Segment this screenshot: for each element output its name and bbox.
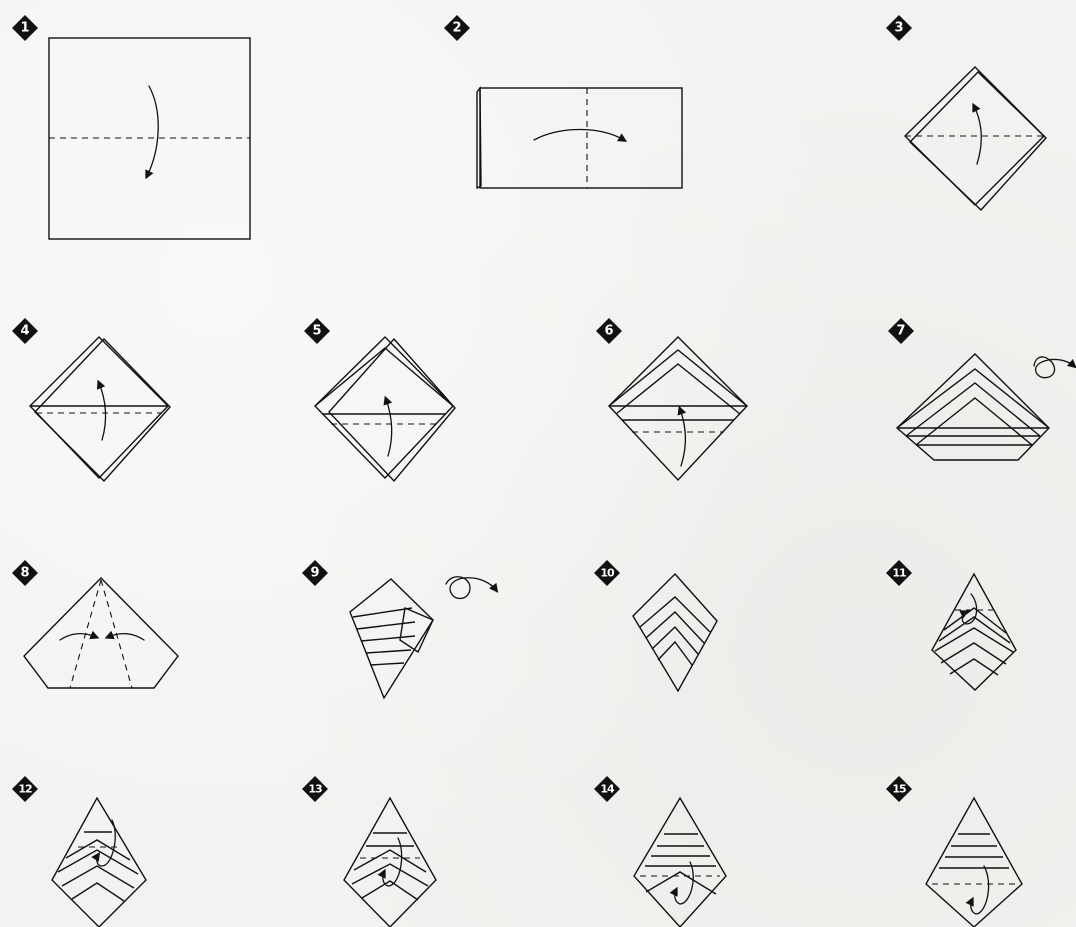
step-badge-11: 11 [886,560,912,586]
back-layer [35,339,170,481]
paper-diamond [315,337,453,478]
paper-rectangle [480,88,682,188]
step-10-figure [633,574,717,691]
step-badge-9: 9 [302,560,328,586]
chevron-3 [362,881,418,900]
layer-line-3 [361,636,415,641]
step-number-4: 4 [20,324,29,339]
back-layer [329,339,455,481]
fold-up-arrow-icon [675,862,693,904]
step-badge-7: 7 [888,318,914,344]
fold-left-arrow-icon [108,634,144,640]
step-badge-3: 3 [886,15,912,41]
step-badge-1: 1 [12,15,38,41]
step-badge-10: 10 [594,560,620,586]
layer-line-4 [366,650,411,653]
turn-over-arrow-icon [446,577,496,599]
paper-kite [926,798,1022,927]
step-2-figure [477,88,682,188]
step-15-figure [926,798,1022,927]
step-3-figure [905,67,1046,210]
step-number-11: 11 [892,567,906,580]
chevron-1 [646,872,716,894]
chevron-3 [652,627,698,654]
step-number-6: 6 [604,324,613,339]
chevron-4 [658,642,692,665]
step-7-figure [897,354,1074,460]
inner-layer-1 [609,350,747,406]
chevron-3 [935,628,1013,652]
step-9-figure [350,577,496,698]
step-5-figure [315,337,455,481]
paper-kite [344,798,436,927]
turn-over-arrow-icon [1034,357,1074,378]
step-number-5: 5 [312,324,321,339]
step-badge-15: 15 [886,776,912,802]
paper-pentagon [24,578,178,688]
step-badge-8: 8 [12,560,38,586]
step-4-figure [30,337,170,481]
step-1-figure [49,38,250,239]
step-badge-6: 6 [596,318,622,344]
step-number-15: 15 [892,783,906,796]
fold-right-arrow-icon [60,634,96,640]
chevron-2 [58,850,138,874]
fold-up-arrow-icon [971,866,989,914]
step-number-3: 3 [894,21,903,36]
layer-1 [897,369,1049,428]
fold-up-arrow-icon [386,399,392,456]
step-badge-14: 14 [594,776,620,802]
layer-line-2 [357,622,415,629]
step-12-figure [52,798,146,927]
step-13-figure [344,798,436,927]
paper-kite [634,798,726,927]
paper-kite [52,798,146,927]
chevron-4 [72,883,124,901]
step-number-9: 9 [310,566,319,581]
step-number-1: 1 [20,21,29,36]
inner-layer [315,348,453,406]
paper-diamond [609,337,747,480]
step-number-13: 13 [308,783,322,796]
step-6-figure [609,337,747,480]
step-number-10: 10 [600,567,615,580]
step-number-12: 12 [18,783,32,796]
fold-up-arrow-icon [99,383,106,440]
paper-diamond [30,337,168,478]
step-badge-4: 4 [12,318,38,344]
layer-line-5 [370,663,404,665]
chevron-3 [62,866,134,888]
step-14-figure [634,798,726,927]
paper-kite [932,574,1016,690]
fold-up-arrow-icon [974,106,981,164]
chevron-4 [941,643,1006,664]
step-number-7: 7 [896,324,905,339]
step-badge-12: 12 [12,776,38,802]
step-number-2: 2 [452,21,461,36]
step-badge-2: 2 [444,15,470,41]
step-badge-13: 13 [302,776,328,802]
step-number-8: 8 [20,566,29,581]
paper-kite [633,574,717,691]
chevron-2 [352,864,428,886]
fold-up-arrow-icon [383,838,402,886]
step-8-figure [24,578,178,688]
chevron-1 [354,850,426,872]
step-badge-5: 5 [304,318,330,344]
fold-right-arrow-icon [534,130,624,141]
layer-3 [916,398,1032,445]
fold-up-arrow-icon [680,409,685,466]
back-layer [910,72,1046,210]
step-11-figure [932,574,1016,690]
step-number-14: 14 [600,783,615,796]
fold-down-arrow-icon [147,86,158,176]
